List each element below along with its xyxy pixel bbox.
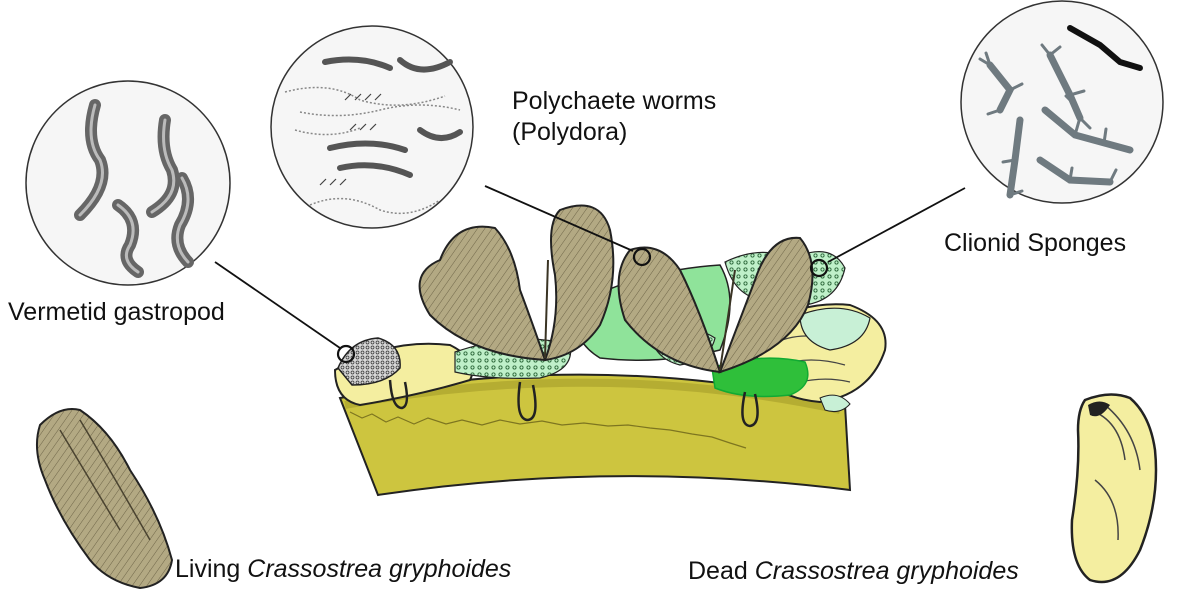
label-dead-oyster: Dead Crassostrea gryphoides <box>688 556 1019 586</box>
inset-polychaete <box>271 26 473 228</box>
label-dead-species: Crassostrea gryphoides <box>755 557 1019 585</box>
inset-clionid <box>961 1 1163 203</box>
label-living-species: Crassostrea gryphoides <box>247 555 511 583</box>
label-living-prefix: Living <box>175 555 247 583</box>
living-oyster-specimen <box>37 409 172 588</box>
label-polychaete-line2: (Polydora) <box>512 117 627 147</box>
label-dead-prefix: Dead <box>688 557 755 585</box>
label-vermetid-gastropod: Vermetid gastropod <box>8 297 225 327</box>
inset-vermetid <box>26 81 230 285</box>
label-living-oyster: Living Crassostrea gryphoides <box>175 554 511 584</box>
dead-oyster-specimen <box>1072 394 1156 582</box>
label-polychaete-line1: Polychaete worms <box>512 86 716 116</box>
label-clionid-sponges: Clionid Sponges <box>944 228 1126 258</box>
